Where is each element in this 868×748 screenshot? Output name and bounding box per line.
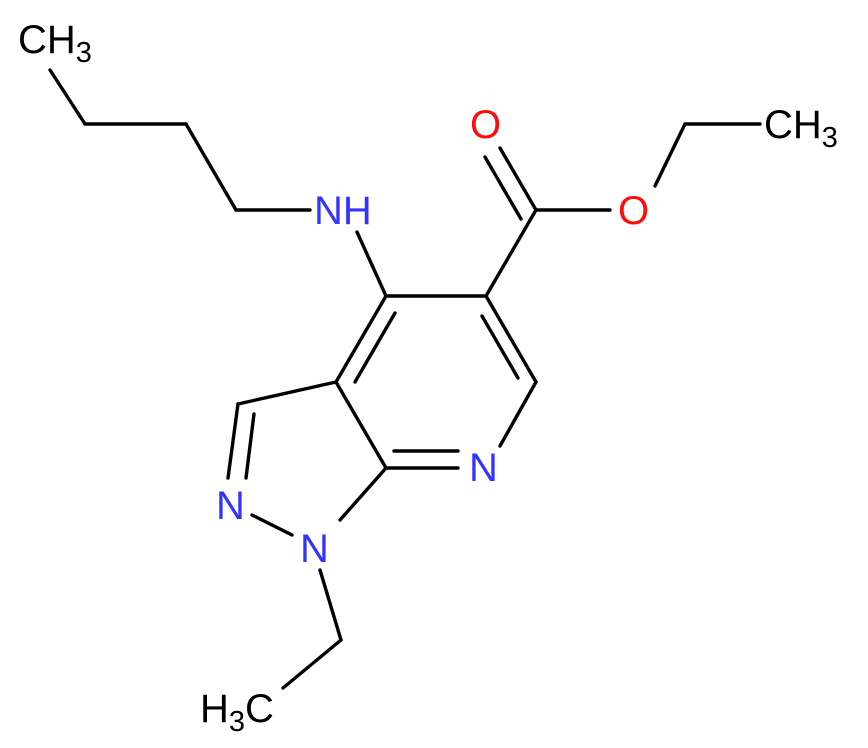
amine-nh-label: NH: [314, 189, 372, 233]
bond-c5-carbonyl: [484, 208, 538, 298]
ester-ch3-label: CH3: [764, 103, 838, 154]
ester-oxygen-label: O: [618, 189, 649, 233]
bond-c3a-c3: [236, 380, 338, 406]
bond-nh-c4ring: [355, 230, 388, 298]
bond-oester-ch2: [653, 122, 687, 188]
ethyl-h3c-label: H3C: [200, 687, 274, 738]
n-ethyl-group: [281, 568, 343, 690]
bond-n1-c7a: [338, 466, 388, 522]
bond-c3a-c4-inner: [353, 311, 397, 384]
pyrazole-n1-label: N: [300, 527, 329, 571]
butyl-ch3-label: CH3: [18, 18, 92, 69]
bond-c3-c4: [184, 122, 238, 212]
bond-c7a-c3a: [334, 380, 388, 470]
bond-n1-ch2: [318, 568, 343, 642]
pyridine-ring: [334, 294, 538, 470]
bond-c5-c6: [484, 294, 538, 384]
bond-carbonyl-o-b: [483, 155, 523, 221]
bond-c3-n2-inner: [244, 412, 256, 480]
bond-c3a-c4: [334, 294, 388, 384]
bond-c1-c2: [48, 68, 87, 126]
bond-carbonyl-o-a: [498, 146, 538, 212]
carbonyl-oxygen-label: O: [470, 103, 501, 147]
bond-n2-n1: [250, 513, 294, 537]
bond-ch2-ch3: [281, 638, 343, 690]
pyrazole-n2-label: N: [216, 484, 245, 528]
bond-c5-c6-inner: [480, 314, 520, 380]
pyrazole-ring: [226, 380, 388, 537]
pyridine-nitrogen-label: N: [469, 446, 498, 490]
butyl-chain: [48, 68, 312, 212]
ester-group: [483, 122, 762, 298]
bond-c6-n7: [498, 380, 538, 448]
bond-c3-n2: [226, 402, 240, 480]
